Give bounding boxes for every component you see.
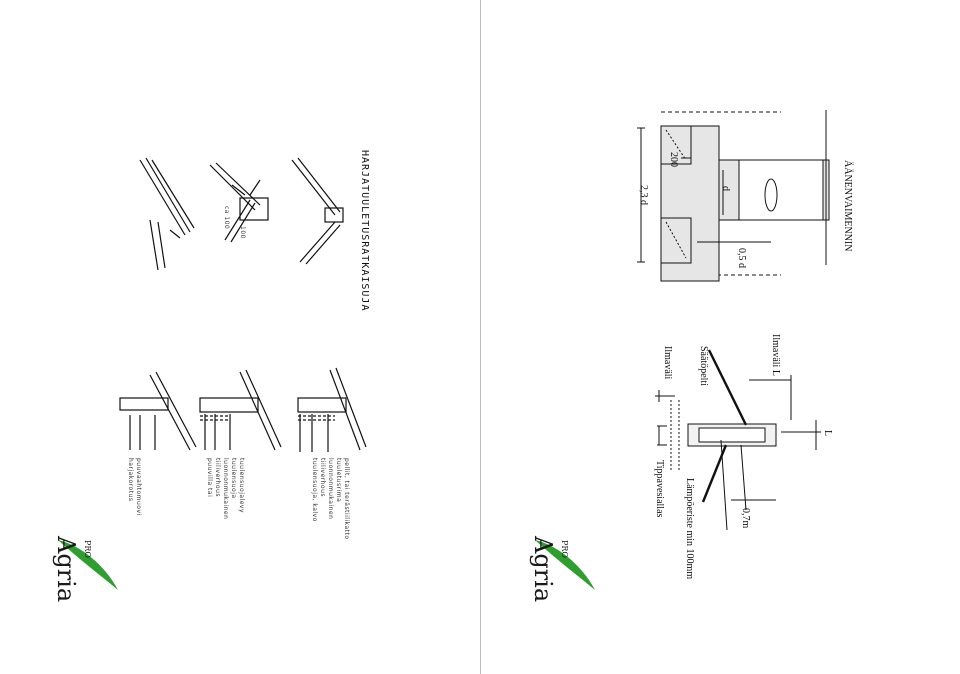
logo-right <box>535 540 595 590</box>
roof-ridge-drawings <box>119 157 367 452</box>
logo-left <box>58 540 118 590</box>
logo-swoosh-icon <box>58 540 118 590</box>
chimney-drawing <box>655 349 821 531</box>
logo-agria-right: Agria <box>529 536 557 603</box>
logo-pro-left: PRO <box>83 540 92 558</box>
logo-agria-left: Agria <box>52 536 80 603</box>
silencer-drawing <box>637 110 830 282</box>
right-page: ÄÄNENVAIMENNIN 200 d 2,3 d 0,5 d <box>481 0 960 674</box>
left-page: HARJATUULETUSRATKAISUJA <box>52 150 370 603</box>
logo-pro-right: PRO <box>560 540 569 558</box>
logo-swoosh-icon <box>535 540 595 590</box>
page-divider <box>480 0 481 674</box>
